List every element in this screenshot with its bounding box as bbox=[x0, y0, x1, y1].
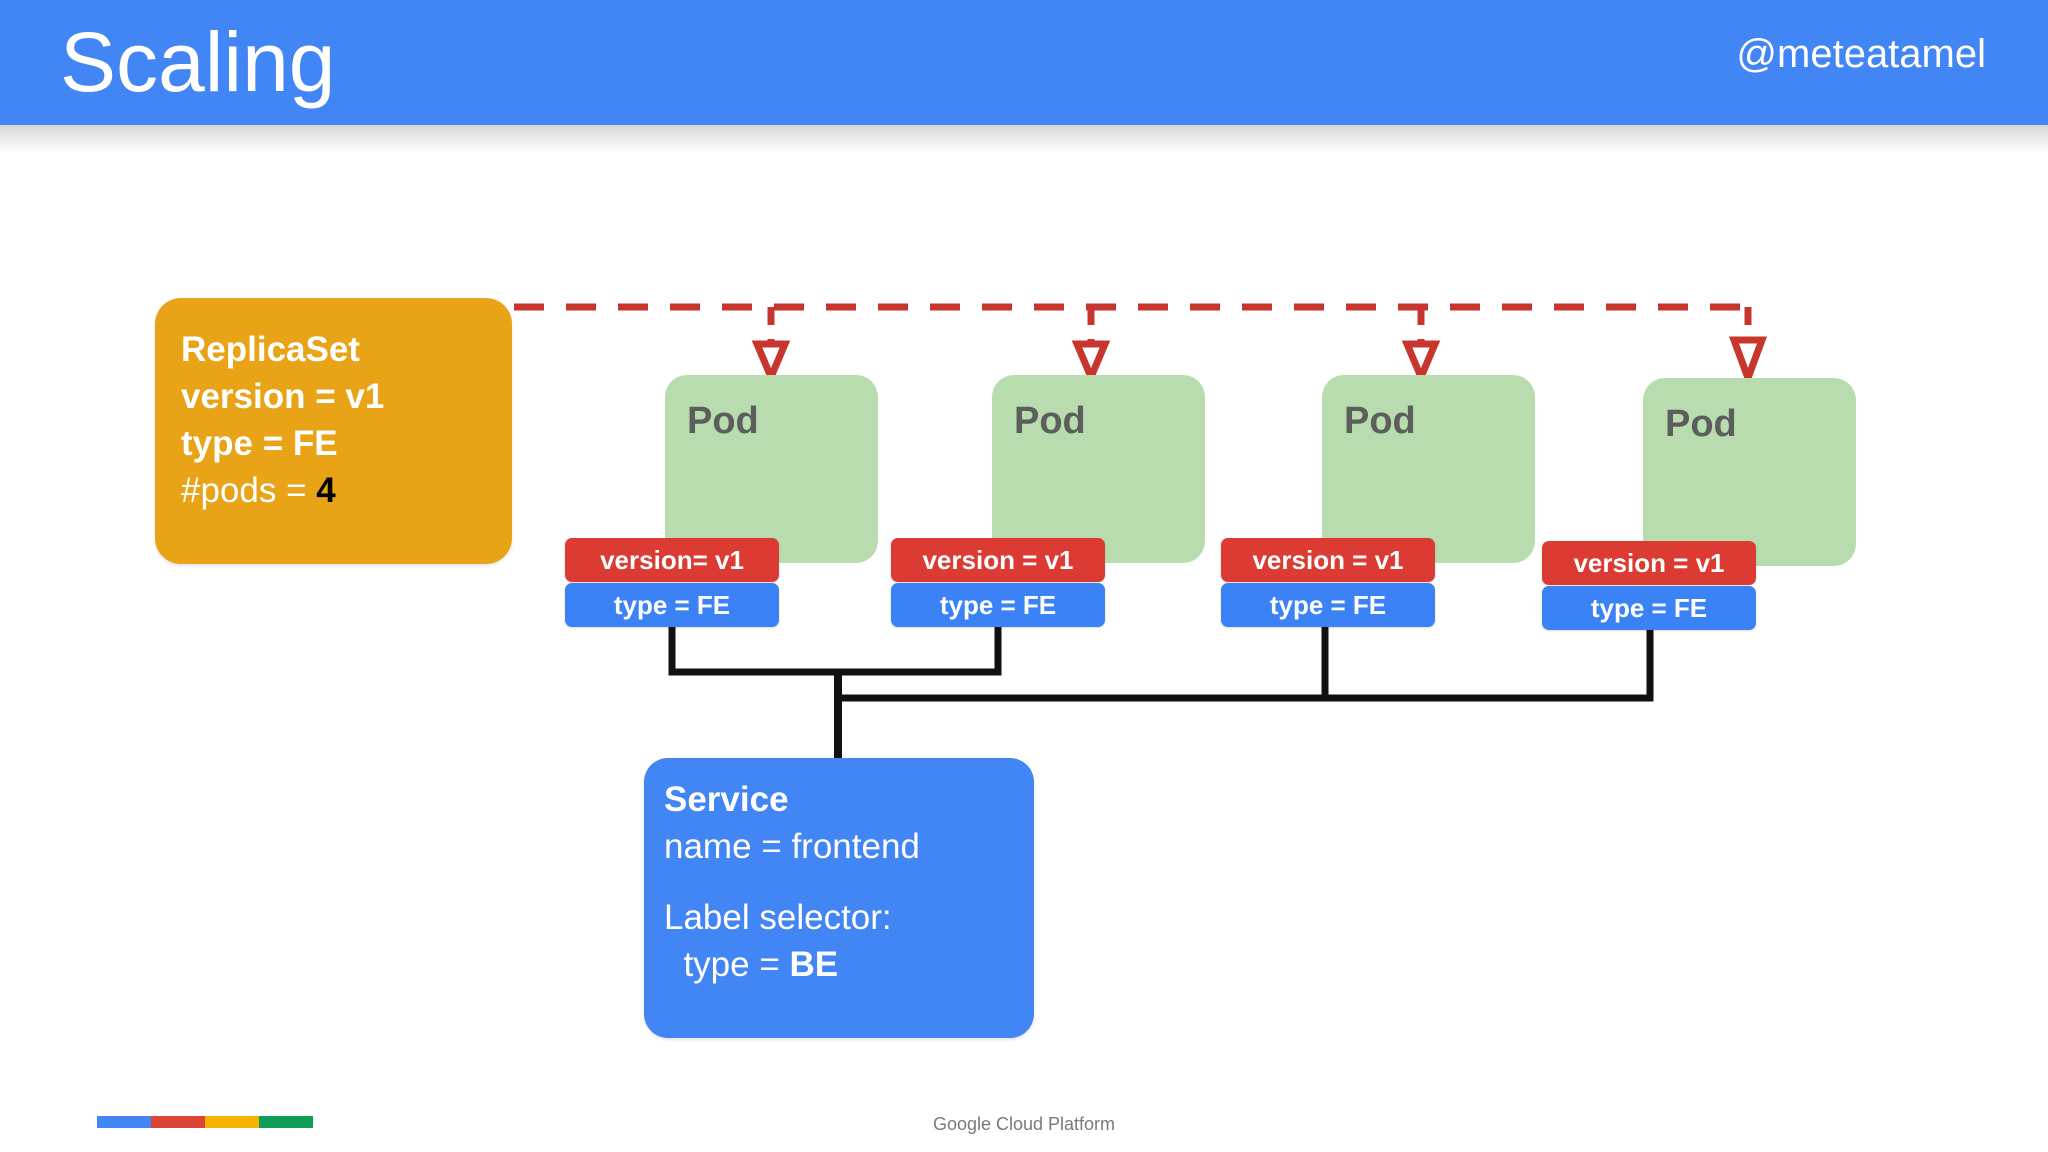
pod-3-version-chip[interactable]: version = v1 bbox=[1221, 538, 1435, 582]
pod-1-version-chip[interactable]: version= v1 bbox=[565, 538, 779, 582]
service-selector-key: type = bbox=[664, 945, 790, 984]
pod-title-1: Pod bbox=[687, 400, 759, 442]
pod-4-type-chip[interactable]: type = FE bbox=[1542, 586, 1756, 630]
brand-bar-blue bbox=[97, 1116, 151, 1128]
service-card[interactable]: Service name = frontend Label selector: … bbox=[644, 758, 1034, 1038]
header-shadow bbox=[0, 125, 2048, 153]
arrowhead-icon-2 bbox=[1071, 340, 1111, 386]
slide-header-bar bbox=[0, 0, 2048, 125]
pod-card-1[interactable]: Pod bbox=[665, 375, 878, 563]
pod-card-3[interactable]: Pod bbox=[1322, 375, 1535, 563]
page-title: Scaling bbox=[60, 15, 336, 109]
pod-1-type-chip[interactable]: type = FE bbox=[565, 583, 779, 627]
replicaset-type: type = FE bbox=[181, 424, 338, 463]
replicaset-pods-label: #pods = bbox=[181, 471, 317, 510]
brand-bar-green bbox=[259, 1116, 313, 1128]
pod-card-2[interactable]: Pod bbox=[992, 375, 1205, 563]
service-name: name = frontend bbox=[664, 827, 920, 866]
footer-label: Google Cloud Platform bbox=[932, 1114, 1116, 1134]
brand-bar-yellow bbox=[205, 1116, 259, 1128]
pod-title-4: Pod bbox=[1665, 403, 1737, 445]
service-selector-title: Label selector: bbox=[664, 898, 892, 937]
pod-2-type-chip[interactable]: type = FE bbox=[891, 583, 1105, 627]
service-selector-line: type = BE bbox=[664, 941, 1022, 988]
google-brand-bars bbox=[97, 1116, 313, 1128]
service-title: Service bbox=[664, 780, 789, 819]
replicaset-pods-line: #pods = 4 bbox=[181, 467, 498, 514]
pod-title-2: Pod bbox=[1014, 400, 1086, 442]
replicaset-title: ReplicaSet bbox=[181, 330, 360, 369]
replicaset-card-body: ReplicaSet version = v1 type = FE #pods … bbox=[181, 326, 498, 514]
pod-2-version-chip[interactable]: version = v1 bbox=[891, 538, 1105, 582]
pod-3-type-chip[interactable]: type = FE bbox=[1221, 583, 1435, 627]
author-handle: @meteatamel bbox=[1736, 32, 1986, 76]
service-body-spacer bbox=[664, 870, 1022, 894]
pod-card-4[interactable]: Pod bbox=[1643, 378, 1856, 566]
service-selector-value: BE bbox=[789, 945, 839, 984]
replicaset-pods-count: 4 bbox=[316, 471, 336, 510]
service-card-body: Service name = frontend Label selector: … bbox=[664, 776, 1022, 988]
brand-bar-red bbox=[151, 1116, 205, 1128]
replicaset-version: version = v1 bbox=[181, 377, 385, 416]
service-wire-pods-3-4 bbox=[1321, 626, 1654, 702]
service-wire-pods-1-2 bbox=[668, 626, 1002, 676]
pod-4-version-chip[interactable]: version = v1 bbox=[1542, 541, 1756, 585]
arrowhead-icon-1 bbox=[751, 340, 791, 386]
replicaset-card[interactable]: ReplicaSet version = v1 type = FE #pods … bbox=[155, 298, 512, 564]
arrowhead-icon-3 bbox=[1401, 340, 1441, 386]
pod-title-3: Pod bbox=[1344, 400, 1416, 442]
arrowhead-icon-4 bbox=[1728, 336, 1768, 389]
